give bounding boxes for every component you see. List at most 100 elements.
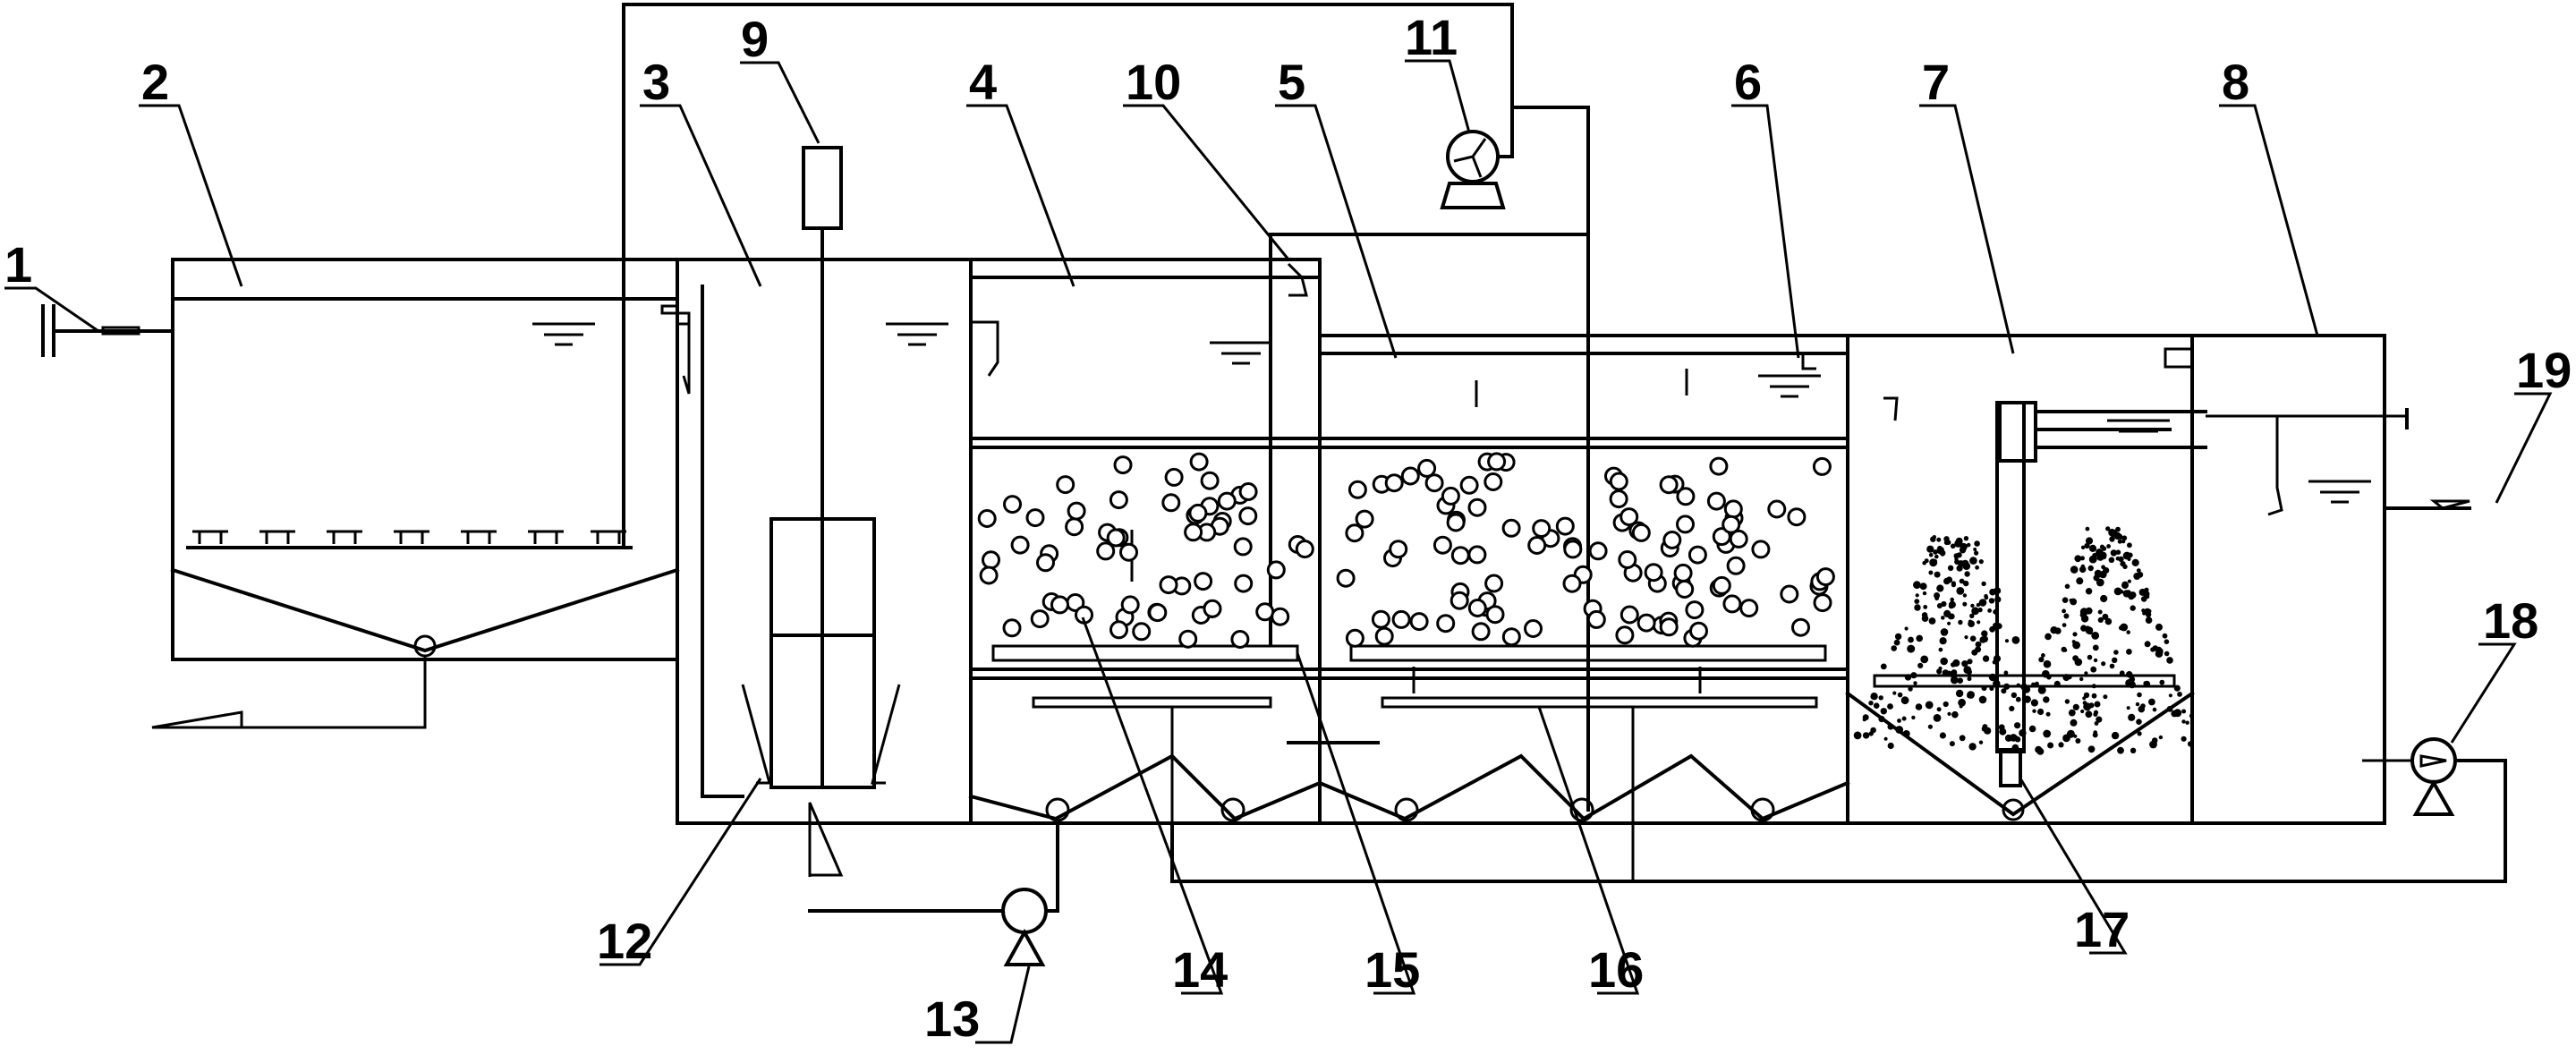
media-bubble [1676,487,1696,506]
sludge-dot [2037,708,2045,716]
sludge-dot [1940,657,1948,666]
sludge-dot [2126,630,2130,634]
media-bubble [1189,452,1209,472]
sludge-dot [1954,559,1960,565]
sludge-dot [2085,588,2093,595]
sludge-dot [1951,669,1958,676]
sludge-dot [2046,675,2052,680]
media-bubble [1161,493,1181,513]
blower-11 [1440,106,1514,209]
label-17: 17 [2074,901,2130,957]
sludge-dot [1974,550,1979,556]
sludge-dot [1970,603,1975,608]
media-bubble [1003,495,1022,514]
media-bubble [1188,503,1208,523]
sludge-dot [1943,536,1950,542]
sludge-dot [1880,708,1887,715]
media-bubble [1780,584,1799,604]
sludge-dot [2036,747,2045,755]
sludge-dot [1978,559,1984,565]
sludge-dot [1900,696,1909,705]
tank-7 [1845,334,2207,825]
sludge-dot [2080,564,2086,569]
aerators [192,530,626,544]
sludge-dot [2087,565,2094,572]
label-12: 12 [597,913,652,969]
sludge-dot [2149,740,2157,749]
sludge-dot [1926,545,1934,553]
media-bubble [1726,556,1746,575]
sludge-dot [2121,535,2128,541]
sludge-dot [1956,587,1965,595]
media-bubble [1424,473,1444,493]
sludge-dot [1989,686,1994,692]
sludge-dot [2181,736,2187,742]
sludge-dot [2069,598,2073,602]
sludge-dot [1927,724,1933,729]
sludge-dot [2037,685,2046,694]
label-19: 19 [2516,342,2572,398]
media-bubble [1487,452,1507,472]
sludge-dot [1975,565,1980,570]
sludge-dot [2127,542,2132,549]
label-7: 7 [1922,54,1950,110]
sludge-dot [2164,651,2170,657]
sludge-dot [1948,603,1954,609]
sludge-dot [2093,710,2099,715]
media-bubble [1524,619,1543,638]
media-bubble [1586,609,1606,629]
sludge-dot [1934,554,1939,559]
label-18: 18 [2483,592,2538,649]
sludge-dot [1950,597,1954,602]
sludge-dot [2100,594,2108,603]
sludge-dot [2130,605,2136,611]
sludge-dot [1964,571,1970,577]
sludge-dot [1959,578,1965,584]
sludge-dot [1892,691,1897,695]
media-bubble [1371,609,1390,629]
media-bubble [1712,527,1731,547]
media-bubble [1010,535,1030,555]
sludge-dot [2136,719,2142,725]
media-bubble [1618,550,1637,569]
media-bubble [1471,622,1491,642]
sludge-dot [1952,659,1960,668]
media-bubble [1673,563,1693,583]
sludge-dot [2168,693,2172,698]
sludge-dot [2043,729,2052,738]
media-bubble [1588,541,1608,561]
media-bubble [1194,572,1213,591]
media-bubble [1527,536,1547,555]
sludge-dot [2047,742,2054,749]
sludge-dot [1917,662,1924,669]
sludge-dot [2014,722,2021,729]
sludge-dot [2011,692,2018,699]
sludge-dot [2128,713,2136,721]
sludge-dot [2137,731,2142,736]
sludge-dot [1928,552,1934,557]
sludge-dot [2011,744,2019,752]
sludge-dot [1975,646,1982,653]
sludge-dot [2062,623,2067,627]
sludge-dot [2008,748,2014,754]
sludge-dot [1904,674,1912,681]
media-bubble [1787,507,1807,527]
sludge-dot [1981,685,1987,692]
media-bubble [1025,508,1045,528]
sludge-dot [2152,707,2157,712]
media-bubble [1230,630,1250,649]
sludge-dot [2075,738,2081,744]
sludge-dot [1977,607,1983,613]
media-bubble [1109,620,1128,640]
sludge-dot [1914,599,1920,604]
media-bubble [1620,507,1639,527]
sludge-dot [2115,526,2121,532]
sludge-dot [1915,593,1919,598]
media-bubble [1685,600,1705,620]
media-bubble [1501,518,1521,538]
sludge-dot [2164,639,2170,644]
sludge-dot [1939,637,1947,645]
sludge-dot [2177,692,2182,697]
sludge-dot [2166,657,2173,664]
sludge-dot [2111,731,2120,740]
